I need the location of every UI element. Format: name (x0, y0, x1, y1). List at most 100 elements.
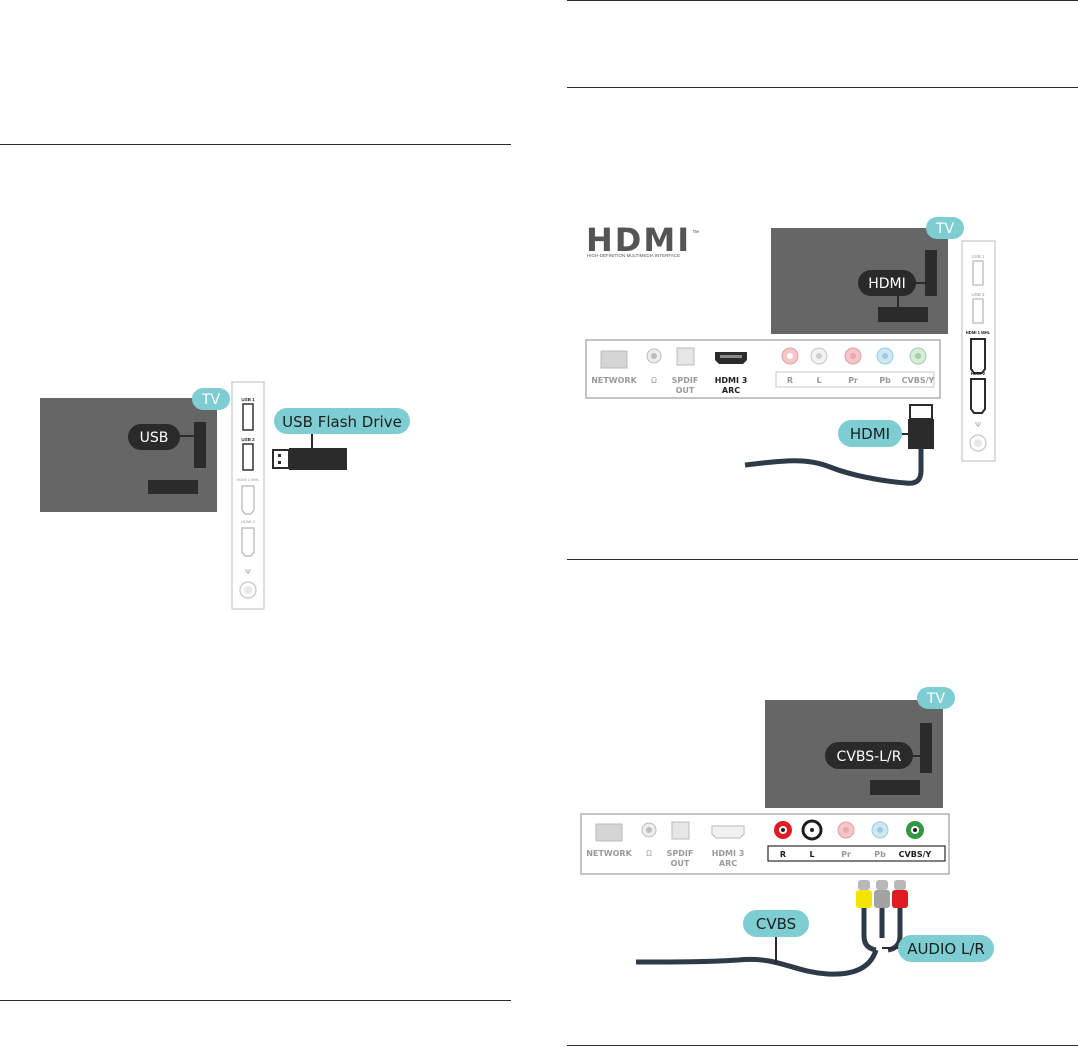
spdif-label: SPDIF (667, 849, 694, 858)
tv-tag (926, 217, 964, 239)
hdmi-plug-body (908, 419, 934, 449)
hdmi-logo-tm: ™ (692, 230, 699, 237)
rca-pb-label: Pb (879, 376, 891, 385)
network-port (600, 350, 628, 369)
panel-hdmi1-text: HDMI 1 MHL (966, 330, 991, 335)
rca-group-box (775, 371, 935, 388)
spdif-sub-label: OUT (676, 386, 695, 395)
rca-wire-red (887, 908, 903, 953)
hdmi3-label: HDMI 3 (715, 376, 748, 385)
rca-cvbs-label: CVBS/Y (902, 376, 935, 385)
spdif-label: SPDIF (672, 376, 699, 385)
rca-pb-label: Pb (874, 850, 886, 859)
spdif-port (671, 821, 690, 840)
connector-strip (580, 813, 950, 875)
usb-connection-diagram: TV USB USB 1 USB 2 HDMI 1 MHL HDMI 2 Ψ U… (40, 381, 410, 610)
headphone-icon: Ω (651, 376, 657, 385)
rca-cvbs-label: CVBS/Y (899, 850, 932, 859)
usb-drive-label-text: USB Flash Drive (282, 413, 402, 431)
cvbs-cable-label-text: CVBS (756, 915, 796, 933)
rca-pr-label: Pr (841, 850, 851, 859)
rca-r-label: R (787, 376, 793, 385)
rca-r-label: R (780, 850, 786, 859)
tv-cvbs-slot (920, 723, 932, 773)
panel-antenna-port-center (244, 586, 252, 594)
headphone-port-center (646, 827, 652, 833)
rca-l-port-center (816, 353, 822, 359)
panel-hdmi1-text: HDMI 1 MHL (236, 477, 260, 482)
tv-port-block (870, 780, 920, 795)
tv-hdmi-label-badge (858, 270, 916, 296)
panel-hdmi1-port (241, 485, 255, 515)
tv-tag-text: TV (201, 392, 221, 408)
usb-label-text: USB (140, 430, 169, 446)
tv-tag-text: TV (926, 691, 946, 707)
hdmi-cable-label-badge (838, 420, 902, 447)
panel-hdmi1-port (970, 338, 986, 374)
tv-hdmi-label-text: HDMI (868, 276, 906, 292)
audio-label-text: AUDIO L/R (907, 940, 985, 958)
hdmi-connection-diagram: HDMI ™ HIGH-DEFINITION MULTIMEDIA INTERF… (585, 217, 996, 486)
panel-usb1-port (972, 260, 984, 286)
rca-pr-port-center (850, 353, 856, 359)
rca-pb-port-center (877, 827, 883, 833)
rca-pr-port-center (843, 827, 849, 833)
rca-plug-red-tip (894, 880, 906, 890)
panel-usb2-text: USB 2 (971, 292, 985, 297)
panel-usb1-text: USB 1 (971, 254, 985, 259)
hdmi3-sub-label: ARC (719, 859, 737, 868)
headphone-icon: Ω (646, 849, 652, 858)
hdmi-plug-tip (909, 404, 933, 420)
rca-r-port-center (781, 828, 785, 832)
tv-tag (192, 388, 230, 410)
tv-port-block (878, 307, 928, 322)
panel-usb1-port (242, 403, 254, 431)
panel-usb2-text: USB 2 (241, 437, 255, 442)
section-rule-right-2 (567, 87, 1078, 88)
rca-l-label: L (809, 850, 814, 859)
panel-antenna-icon: Ψ (245, 569, 251, 576)
network-label: NETWORK (586, 849, 632, 858)
hdmi3-port-inner (720, 355, 742, 358)
audio-label-badge (898, 935, 994, 962)
rca-cvbs-port-center (915, 353, 921, 359)
cvbs-cable (635, 949, 879, 977)
network-label: NETWORK (591, 376, 637, 385)
panel-usb2-port (242, 443, 254, 471)
panel-hdmi2-port (970, 378, 986, 414)
hdmi-logo-text: HDMI (586, 221, 691, 259)
usb-drive-plug-hole-1 (278, 454, 281, 457)
panel-hdmi2-port (241, 527, 255, 557)
tv-tag (917, 687, 955, 709)
rca-plug-yellow (856, 890, 872, 908)
hdmi-cable (744, 449, 924, 486)
rca-wire-yellow (861, 908, 877, 953)
rca-plug-gray (874, 890, 890, 908)
usb-label-badge (128, 424, 180, 450)
section-rule-right-4 (567, 1045, 1078, 1046)
hdmi-logo-tagline: HIGH-DEFINITION MULTIMEDIA INTERFACE (587, 253, 680, 258)
usb-drive-body (289, 448, 347, 470)
tv-tag-text: TV (935, 221, 955, 237)
headphone-port-center (651, 353, 657, 359)
rca-r-port-center (787, 353, 793, 359)
panel-antenna-port-center (974, 439, 982, 447)
usb-drive-plug-hole-2 (278, 461, 281, 464)
panel-usb2-port (972, 298, 984, 324)
cvbs-connection-diagram: TV CVBS-L/R NETWORK Ω SPDIF OUT HDMI 3 A… (580, 687, 994, 977)
hdmi3-label: HDMI 3 (712, 849, 745, 858)
tv-body (40, 398, 217, 512)
rca-plug-gray-tip (876, 880, 888, 890)
rca-l-label: L (816, 376, 821, 385)
tv-hdmi-slot (925, 250, 937, 296)
network-port (595, 823, 623, 842)
rca-plug-red (892, 890, 908, 908)
section-rule-right-3 (567, 559, 1078, 560)
rca-pr-label: Pr (848, 376, 858, 385)
tv-port-block (148, 480, 198, 494)
rca-l-port-center (810, 828, 814, 832)
hdmi3-port (711, 825, 745, 839)
panel-usb1-text: USB 1 (241, 397, 255, 402)
section-rule-left-bottom (0, 1000, 511, 1001)
cvbs-cable-label-badge (743, 910, 809, 937)
